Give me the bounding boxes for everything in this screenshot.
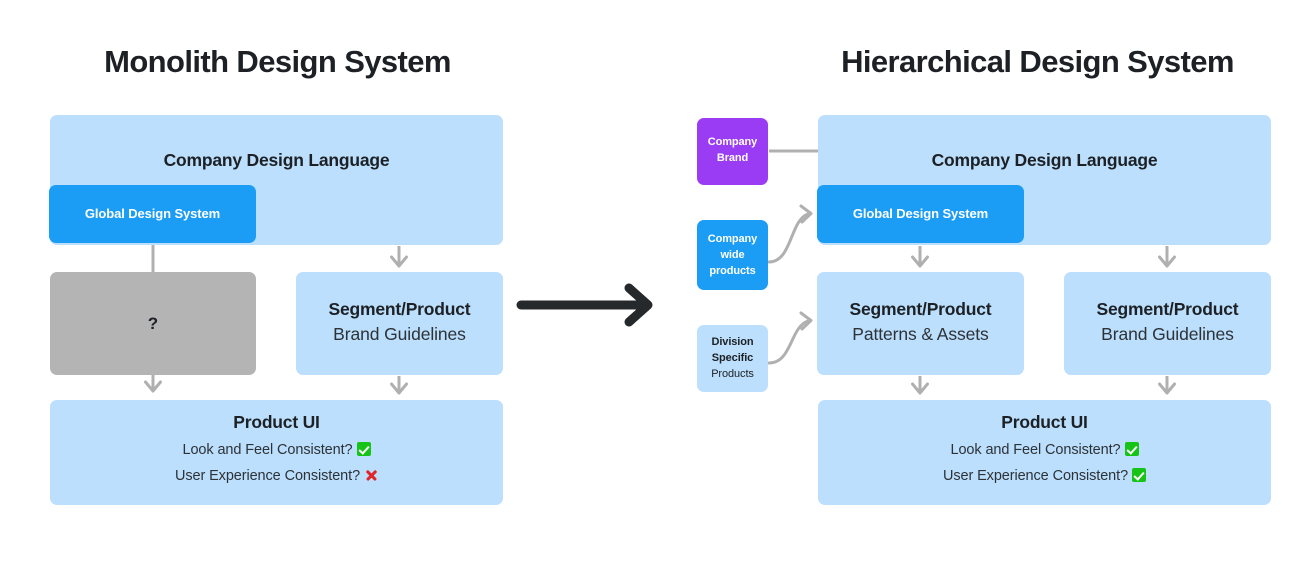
division-specific-label: Division Specific Products — [697, 334, 768, 382]
right-segment-patterns-box[interactable]: Segment/Product Patterns & Assets — [817, 272, 1024, 375]
check-green-icon — [1124, 442, 1139, 456]
right-gds-label: Global Design System — [852, 206, 989, 221]
left-check-row-2: User Experience Consistent? — [50, 468, 503, 484]
right-input-company-wide-products-box[interactable]: Company wide products — [697, 220, 768, 290]
page-title-hierarchical: Hierarchical Design System — [841, 44, 1234, 79]
left-segment-subtitle: Brand Guidelines — [333, 324, 466, 344]
company-brand-line1: Company — [707, 136, 758, 148]
left-check-label-1: Look and Feel Consistent? — [182, 442, 353, 458]
right-connector-patterns-to-productui — [911, 376, 929, 395]
right-patterns-title: Segment/Product — [849, 299, 992, 319]
cross-red-icon — [364, 468, 378, 482]
right-segment-brand-box[interactable]: Segment/Product Brand Guidelines — [1064, 272, 1271, 375]
company-brand-line2: Brand — [716, 152, 749, 164]
right-input-division-specific-box[interactable]: Division Specific Products — [697, 325, 768, 392]
transition-right-arrow — [516, 283, 653, 327]
division-line1: Division — [711, 336, 754, 348]
right-connector-gds-to-patterns — [911, 246, 929, 268]
company-brand-label: Company Brand — [697, 134, 768, 166]
right-check-label-1: Look and Feel Consistent? — [950, 442, 1121, 458]
right-check-label-2: User Experience Consistent? — [942, 468, 1129, 484]
company-wide-line2: wide — [720, 249, 745, 261]
right-global-design-system-box[interactable]: Global Design System — [817, 185, 1024, 243]
left-unknown-box[interactable]: ? — [50, 272, 256, 375]
right-input-company-brand-box[interactable]: Company Brand — [697, 118, 768, 185]
left-cdl-label: Company Design Language — [163, 150, 390, 170]
right-cdl-label: Company Design Language — [931, 150, 1158, 170]
left-check-row-1: Look and Feel Consistent? — [50, 442, 503, 458]
right-connector-brandguide-to-productui — [1158, 376, 1176, 395]
left-global-design-system-box[interactable]: Global Design System — [49, 185, 256, 243]
division-line2: Specific — [711, 352, 754, 364]
left-connector-segment-to-productui — [390, 376, 408, 395]
question-mark-label: ? — [147, 314, 159, 333]
right-brand-title: Segment/Product — [1096, 299, 1239, 319]
page-title-monolith: Monolith Design System — [104, 44, 451, 79]
right-patterns-subtitle: Patterns & Assets — [852, 324, 989, 344]
right-connector-companywide-to-gds — [767, 204, 813, 264]
left-connector-cdl-to-segment — [390, 246, 408, 268]
company-wide-label: Company wide products — [697, 231, 768, 279]
right-check-row-1: Look and Feel Consistent? — [818, 442, 1271, 458]
division-line3: Products — [711, 368, 754, 380]
right-connector-division-to-segment — [767, 311, 813, 365]
left-gds-label: Global Design System — [84, 206, 221, 221]
right-brand-subtitle: Brand Guidelines — [1101, 324, 1234, 344]
right-check-row-2: User Experience Consistent? — [818, 468, 1271, 484]
right-connector-cdl-to-brand — [1158, 246, 1176, 268]
left-segment-title: Segment/Product — [328, 299, 471, 319]
left-segment-product-brand-box[interactable]: Segment/Product Brand Guidelines — [296, 272, 503, 375]
check-green-icon — [1132, 468, 1147, 482]
left-product-ui-title: Product UI — [233, 412, 320, 432]
right-product-ui-title: Product UI — [1001, 412, 1088, 432]
check-green-icon — [356, 442, 371, 456]
company-wide-line1: Company — [707, 233, 758, 245]
left-check-label-2: User Experience Consistent? — [174, 468, 361, 484]
right-product-ui-box[interactable]: Product UI Look and Feel Consistent? Use… — [818, 400, 1271, 505]
left-product-ui-box[interactable]: Product UI Look and Feel Consistent? Use… — [50, 400, 503, 505]
company-wide-line3: products — [709, 265, 756, 277]
